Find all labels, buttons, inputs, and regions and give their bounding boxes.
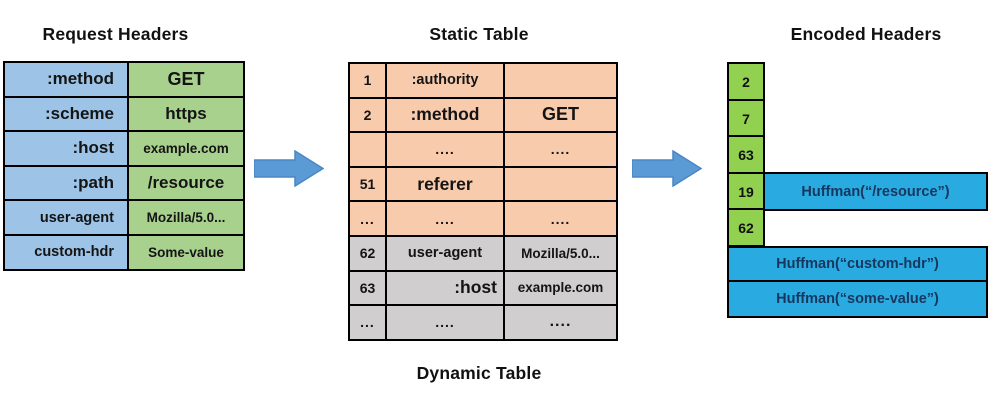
header-value-cell: .... [503, 200, 618, 237]
header-value-cell: .... [503, 304, 618, 341]
table-row: :method GET [3, 61, 245, 98]
encoded-index-cell: 7 [727, 99, 765, 138]
table-row: :host example.com [3, 130, 245, 167]
header-name-cell: .... [385, 131, 505, 168]
index-cell: 51 [348, 165, 387, 203]
table-row: ... .... .... [348, 304, 618, 341]
table-row: :scheme https [3, 95, 245, 133]
encoded-index-cell: 2 [727, 62, 765, 101]
header-value-cell: .... [503, 131, 618, 168]
header-name-cell: :method [385, 96, 505, 134]
header-name-cell: :host [385, 269, 505, 307]
header-name-cell: .... [385, 200, 505, 237]
header-value-cell: Some-value [127, 233, 245, 271]
index-cell: ... [348, 200, 387, 237]
index-cell [348, 131, 387, 168]
index-cell: 2 [348, 96, 387, 134]
flow-arrow-icon [254, 150, 324, 187]
table-row: 62 user-agent Mozilla/5.0... [348, 234, 618, 272]
table-row: 63 :host example.com [348, 269, 618, 307]
table-row: 2 :method GET [348, 96, 618, 134]
header-value-cell: example.com [503, 269, 618, 307]
header-value-cell: /resource [127, 164, 245, 202]
huffman-literal-resource: Huffman(“/resource”) [763, 172, 988, 211]
table-row: ... .... .... [348, 200, 618, 237]
header-value-cell: https [127, 95, 245, 133]
header-value-cell: GET [503, 96, 618, 134]
header-name-cell: :method [3, 61, 129, 98]
header-name-cell: :scheme [3, 95, 129, 133]
header-name-cell: :path [3, 164, 129, 202]
header-value-cell: Mozilla/5.0... [127, 199, 245, 236]
table-row: 1 :authority [348, 62, 618, 99]
flow-arrow-icon [632, 150, 702, 187]
header-value-cell: GET [127, 61, 245, 98]
table-row: user-agent Mozilla/5.0... [3, 199, 245, 236]
table-row: .... .... [348, 131, 618, 168]
header-name-cell: user-agent [385, 234, 505, 272]
header-value-cell: Mozilla/5.0... [503, 234, 618, 272]
encoded-headers-title: Encoded Headers [790, 24, 942, 44]
header-value-cell: example.com [127, 130, 245, 167]
header-name-cell: user-agent [3, 199, 129, 236]
dynamic-table-title: Dynamic Table [416, 363, 542, 383]
header-name-cell: :host [3, 130, 129, 167]
table-row: :path /resource [3, 164, 245, 202]
header-value-cell [503, 62, 618, 99]
static-dynamic-table: 1 :authority 2 :method GET .... .... 51 … [348, 62, 618, 341]
header-name-cell: custom-hdr [3, 233, 129, 271]
encoded-index-cell: 62 [727, 208, 765, 247]
request-headers-title: Request Headers [42, 24, 189, 44]
encoded-index-cell: 19 [727, 172, 765, 211]
static-table-title: Static Table [429, 24, 529, 44]
header-name-cell: :authority [385, 62, 505, 99]
index-cell: ... [348, 304, 387, 341]
table-row: custom-hdr Some-value [3, 233, 245, 271]
index-cell: 1 [348, 62, 387, 99]
huffman-literal-some-value: Huffman(“some-value”) [727, 280, 988, 318]
huffman-literal-custom-hdr: Huffman(“custom-hdr”) [727, 246, 988, 282]
header-name-cell: referer [385, 165, 505, 203]
header-value-cell [503, 165, 618, 203]
header-name-cell: .... [385, 304, 505, 341]
table-row: 51 referer [348, 165, 618, 203]
index-cell: 63 [348, 269, 387, 307]
index-cell: 62 [348, 234, 387, 272]
encoded-index-cell: 63 [727, 135, 765, 174]
request-headers-table: :method GET :scheme https :host example.… [3, 61, 245, 271]
